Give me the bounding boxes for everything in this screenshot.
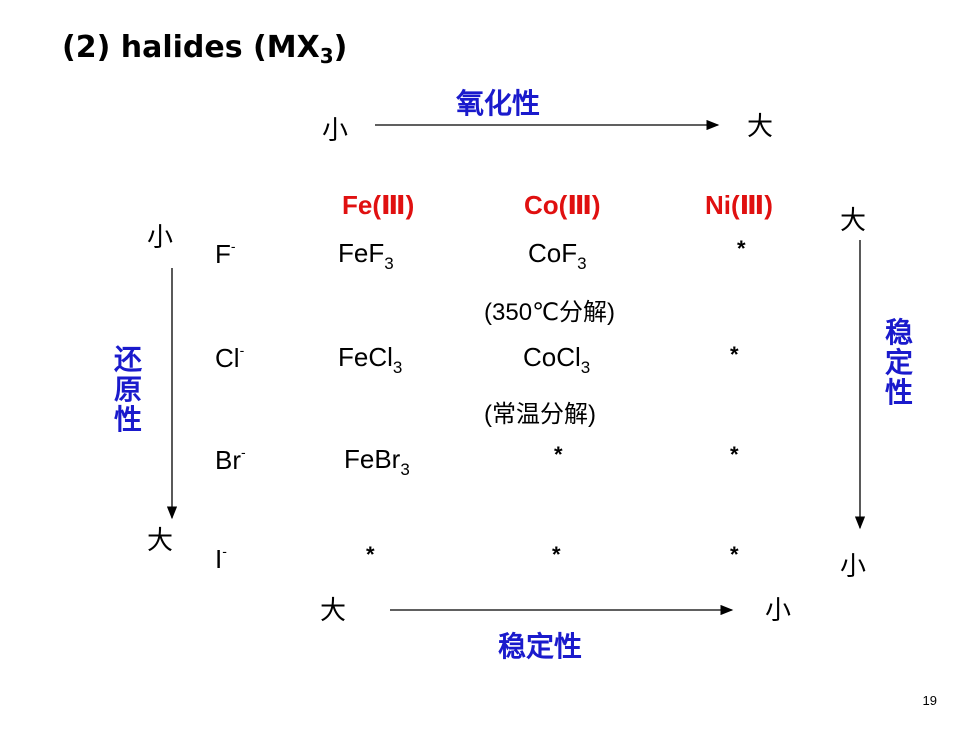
slide-title: (2) halides (MX3) xyxy=(62,30,348,68)
right-axis-title: 稳定性 xyxy=(884,316,913,409)
cell-co-br: * xyxy=(554,442,563,467)
row-halide-cl: Cl- xyxy=(215,342,245,373)
top-axis-left-label: 小 xyxy=(322,116,349,146)
left-axis-bottom-label: 大 xyxy=(147,526,174,556)
cell-fef3: FeF3 xyxy=(338,238,394,273)
cell-ni-cl: * xyxy=(730,342,739,367)
left-axis-top-label: 小 xyxy=(147,223,174,253)
cell-febr3: FeBr3 xyxy=(344,444,410,479)
bottom-axis-left-label: 大 xyxy=(320,596,347,626)
top-axis-right-label: 大 xyxy=(747,112,774,142)
note-cof3-decomposition: (350℃分解) xyxy=(484,298,615,326)
page-number: 19 xyxy=(922,693,937,708)
row-halide-br: Br- xyxy=(215,444,246,475)
right-axis-bottom-label: 小 xyxy=(840,552,867,582)
row-halide-i: I- xyxy=(215,543,227,574)
bottom-axis-title: 稳定性 xyxy=(498,630,583,663)
cell-cocl3: CoCl3 xyxy=(523,342,591,377)
cell-ni-i: * xyxy=(730,542,739,567)
note-cocl3-decomposition: (常温分解) xyxy=(484,400,596,428)
cell-ni-br: * xyxy=(730,442,739,467)
left-axis-title: 还原性 xyxy=(113,343,142,436)
right-axis-top-label: 大 xyxy=(840,206,867,236)
column-header-fe: Fe(Ⅲ) xyxy=(342,190,415,220)
cell-co-i: * xyxy=(552,542,561,567)
cell-fe-i: * xyxy=(366,542,375,567)
top-axis-title: 氧化性 xyxy=(456,87,541,120)
cell-cof3: CoF3 xyxy=(528,238,587,273)
cell-fecl3: FeCl3 xyxy=(338,342,403,377)
column-header-ni: Ni(Ⅲ) xyxy=(705,190,773,220)
cell-ni-f: * xyxy=(737,236,746,261)
row-halide-f: F- xyxy=(215,238,236,269)
bottom-axis-right-label: 小 xyxy=(765,596,792,626)
column-header-co: Co(Ⅲ) xyxy=(524,190,601,220)
